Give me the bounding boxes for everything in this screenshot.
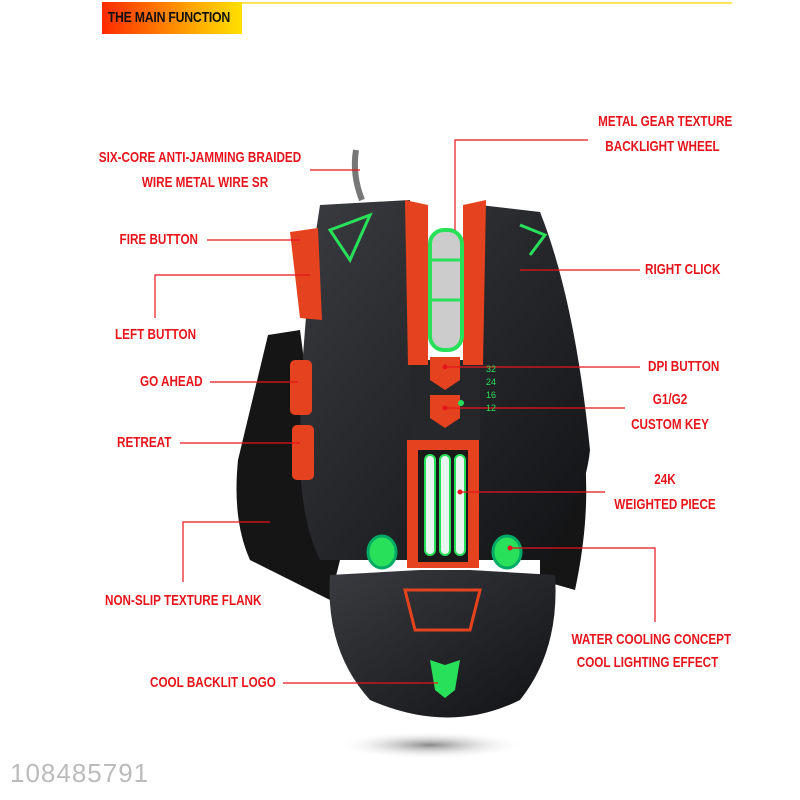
dpi-button [430, 357, 460, 390]
dpi-level: 16 [486, 390, 496, 400]
header-title: THE MAIN FUNCTION [107, 9, 230, 26]
label-flank: NON-SLIP TEXTURE FLANK [105, 592, 262, 609]
label-cool-lighting: COOL LIGHTING EFFECT [576, 654, 719, 671]
label-g1g2: G1/G2 [652, 391, 688, 408]
label-right-click: RIGHT CLICK [645, 261, 721, 278]
label-metal-gear-2: BACKLIGHT WHEEL [605, 138, 720, 155]
wheel-panel-right [463, 200, 486, 365]
fire-button [290, 228, 322, 320]
label-metal-gear: METAL GEAR TEXTURE [598, 113, 733, 130]
palm-rest [329, 570, 556, 718]
custom-key [430, 395, 460, 428]
watermark: 108485791 [10, 758, 150, 788]
label-fire-button: FIRE BUTTON [119, 231, 198, 248]
header-banner: THE MAIN FUNCTION [102, 2, 242, 34]
cooling-spring-right [491, 534, 523, 570]
label-backlit-logo: COOL BACKLIT LOGO [150, 674, 276, 691]
dpi-level: 24 [486, 377, 496, 387]
scroll-wheel [428, 228, 464, 352]
callout-lines [154, 139, 656, 684]
wheel-panel-left [405, 200, 428, 365]
label-weighted-piece: WEIGHTED PIECE [614, 496, 716, 513]
cooling-spring-left [366, 534, 398, 570]
cable [351, 149, 365, 202]
label-retreat: RETREAT [117, 434, 172, 451]
label-water-cooling: WATER COOLING CONCEPT [571, 631, 732, 648]
label-dpi-button: DPI BUTTON [648, 358, 720, 375]
dpi-indicator: 32 24 16 12 [486, 364, 496, 413]
dpi-level: 12 [486, 403, 496, 413]
go-ahead-button [290, 360, 312, 415]
dpi-level: 32 [486, 364, 496, 374]
label-wire-2: WIRE METAL WIRE SR [141, 174, 269, 191]
shadow [335, 731, 525, 759]
label-custom-key: CUSTOM KEY [631, 416, 709, 433]
label-go-ahead: GO AHEAD [140, 373, 203, 390]
label-left-button: LEFT BUTTON [115, 326, 197, 343]
header-divider [242, 2, 732, 4]
retreat-button [292, 425, 314, 480]
label-wire: SIX-CORE ANTI-JAMMING BRAIDED [98, 149, 302, 166]
backlit-logo [430, 660, 460, 698]
label-24k: 24K [654, 471, 676, 488]
